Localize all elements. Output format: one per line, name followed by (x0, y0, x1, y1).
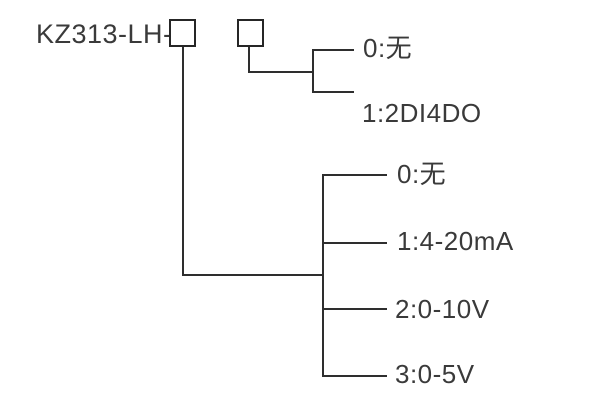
digit2-option-label: 0:无 (363, 33, 413, 63)
digit-box-1 (169, 19, 196, 47)
digit1-branch-line (322, 174, 387, 176)
model-prefix-label: KZ313-LH- (36, 19, 173, 49)
digit2-branch-line (312, 49, 354, 51)
digit1-branch-line (322, 308, 387, 310)
digit1-option-label: 2:0-10V (395, 294, 490, 324)
digit1-connector-line (182, 274, 324, 276)
digit2-stem-line (248, 47, 250, 73)
digit1-option-label: 3:0-5V (395, 359, 475, 389)
digit1-option-label: 0:无 (397, 159, 447, 189)
digit1-branch-line (322, 375, 387, 377)
digit2-connector-line (248, 71, 314, 73)
digit1-spine-line (322, 174, 324, 377)
digit2-option-label: 1:2DI4DO (362, 98, 482, 128)
digit2-branch-line (312, 91, 354, 93)
digit1-stem-line (182, 47, 184, 276)
digit2-spine-line (312, 49, 314, 93)
digit-box-2 (237, 19, 264, 47)
digit1-branch-line (322, 242, 387, 244)
digit1-option-label: 1:4-20mA (397, 226, 514, 256)
